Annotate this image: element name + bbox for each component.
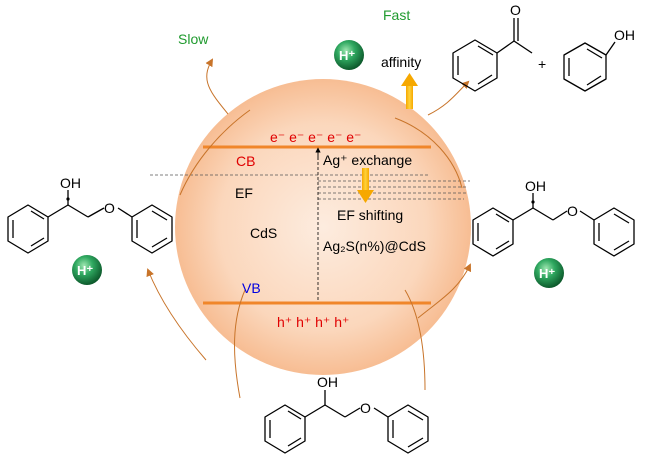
- cds-particle-sphere: [175, 79, 471, 375]
- cds-label: CdS: [250, 225, 277, 241]
- svg-text:H⁺: H⁺: [539, 266, 555, 281]
- ef-label: EF: [235, 185, 253, 201]
- left-lower-arrow: [146, 268, 207, 361]
- affinity-up-arrow: [401, 73, 418, 109]
- ag-exchange-label: Ag⁺ exchange: [323, 152, 412, 168]
- svg-text:H⁺: H⁺: [77, 263, 93, 278]
- right-lower-curve: [404, 289, 426, 391]
- svg-text:H⁺: H⁺: [339, 48, 355, 63]
- right-upper-curve: [394, 117, 463, 189]
- radical-substrate-right: OH O: [472, 178, 635, 257]
- slow-path-arrow: [205, 58, 229, 115]
- electrons-label: e⁻ e⁻ e⁻ e⁻ e⁻: [270, 129, 361, 145]
- svg-text:OH: OH: [60, 175, 81, 191]
- svg-text:O: O: [510, 2, 521, 18]
- svg-text:O: O: [104, 200, 115, 216]
- proton-right: H⁺: [534, 258, 564, 288]
- svg-text:OH: OH: [317, 374, 338, 390]
- proton-left: H⁺: [72, 255, 102, 285]
- acetophenone-molecule: O: [452, 2, 533, 92]
- left-upper-curve: [179, 109, 251, 196]
- left-lower-curve: [234, 289, 246, 399]
- ag2s-cds-label: Ag₂S(n%)@CdS: [323, 238, 426, 254]
- slow-label: Slow: [178, 31, 209, 47]
- right-lower-arrow: [417, 263, 472, 319]
- substrate-bottom: OH O: [264, 374, 429, 454]
- holes-label: h⁺ h⁺ h⁺ h⁺: [277, 314, 349, 330]
- phenol-molecule: OH: [563, 27, 635, 92]
- plus-sign: +: [538, 56, 546, 72]
- svg-text:OH: OH: [614, 27, 635, 43]
- svg-text:O: O: [567, 203, 578, 219]
- affinity-label: affinity: [381, 54, 421, 70]
- svg-text:OH: OH: [525, 178, 546, 194]
- svg-text:O: O: [360, 400, 371, 416]
- proton-top: H⁺: [334, 40, 364, 70]
- vb-label: VB: [242, 280, 261, 296]
- cb-label: CB: [236, 153, 255, 169]
- fast-path-arrow: [427, 80, 470, 116]
- radical-substrate-left: OH O: [7, 175, 173, 254]
- ef-shift-down-arrow: [357, 168, 374, 203]
- ef-shifting-label: EF shifting: [337, 207, 403, 223]
- fast-label: Fast: [383, 7, 410, 23]
